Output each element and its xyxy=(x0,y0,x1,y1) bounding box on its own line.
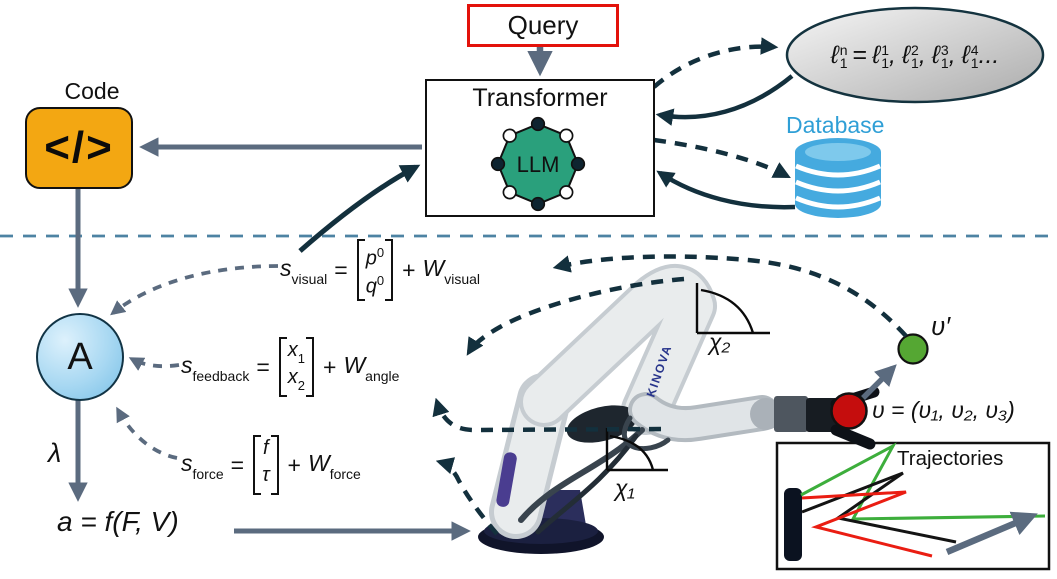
trajectory-line-red xyxy=(801,490,933,558)
trajectory-line-green xyxy=(800,442,1046,521)
dashed-svisual-to-A xyxy=(110,264,279,316)
arrow-states-to-transformer xyxy=(298,164,421,253)
database-icon xyxy=(795,138,881,218)
chi1-angle-mark xyxy=(605,428,668,472)
code-glyph: </> xyxy=(44,123,114,172)
feedback-state-vector: x1 x2 xyxy=(278,337,315,397)
dashed-elbow-angle-curve xyxy=(466,276,685,356)
s-feedback-formula: sfeedback = x1 x2 + Wangle xyxy=(181,336,399,398)
trajectories-box xyxy=(775,441,1051,571)
dashed-sfeedback-to-A xyxy=(128,357,180,371)
llm-label: LLM xyxy=(517,152,560,177)
query-label: Query xyxy=(507,10,579,40)
chi2-label: χ₂ xyxy=(709,329,731,355)
force-state-vector: f τ xyxy=(253,435,280,495)
chi2-angle-mark xyxy=(695,283,770,335)
arrow-database-to-transformer xyxy=(656,170,796,210)
trajectories-object-bar xyxy=(784,488,802,561)
database-label: Database xyxy=(786,112,885,138)
transformer-title: Transformer xyxy=(472,84,608,112)
token-ellipse xyxy=(785,6,1045,104)
dashed-visual-feedback-curve xyxy=(552,254,908,338)
next-state-label: υ′ xyxy=(931,311,951,341)
arrow-state-to-next-state xyxy=(861,364,897,400)
robot-arm: KINOVA xyxy=(478,264,880,554)
code-label: Code xyxy=(64,78,120,104)
transformer-box: Transformer LLM xyxy=(425,79,655,217)
visual-state-vector: p0 q0 xyxy=(356,239,394,301)
arrow-tokens-to-transformer xyxy=(655,74,794,126)
dashed-base-force-curve xyxy=(435,457,499,536)
trajectory-direction-arrow xyxy=(945,511,1038,555)
dashed-wrist-angle-curve xyxy=(432,397,662,433)
s-force-formula: sforce = f τ + Wforce xyxy=(181,434,361,496)
query-box: Query xyxy=(467,4,619,47)
s-visual-formula: svisual = p0 q0 + Wvisual xyxy=(280,239,480,301)
arrow-transformer-to-tokens xyxy=(652,37,779,89)
state-dot-red xyxy=(830,392,868,430)
action-equation: a = f(F, V) xyxy=(57,506,179,537)
aggregator-node: A xyxy=(36,313,124,401)
dashed-sforce-to-A xyxy=(116,406,178,460)
state-vector-label: υ = (υ₁, υ₂, υ₃) xyxy=(872,397,1015,423)
chi1-label: χ₁ xyxy=(615,475,635,501)
next-state-dot-green xyxy=(897,333,929,365)
aggregator-label: A xyxy=(67,335,93,378)
lambda-label: λ xyxy=(48,438,62,468)
trajectories-label: Trajectories xyxy=(897,447,1004,470)
llm-octagon: LLM xyxy=(490,116,586,212)
arrow-transformer-to-database xyxy=(653,137,791,179)
code-icon: </> xyxy=(25,107,133,189)
